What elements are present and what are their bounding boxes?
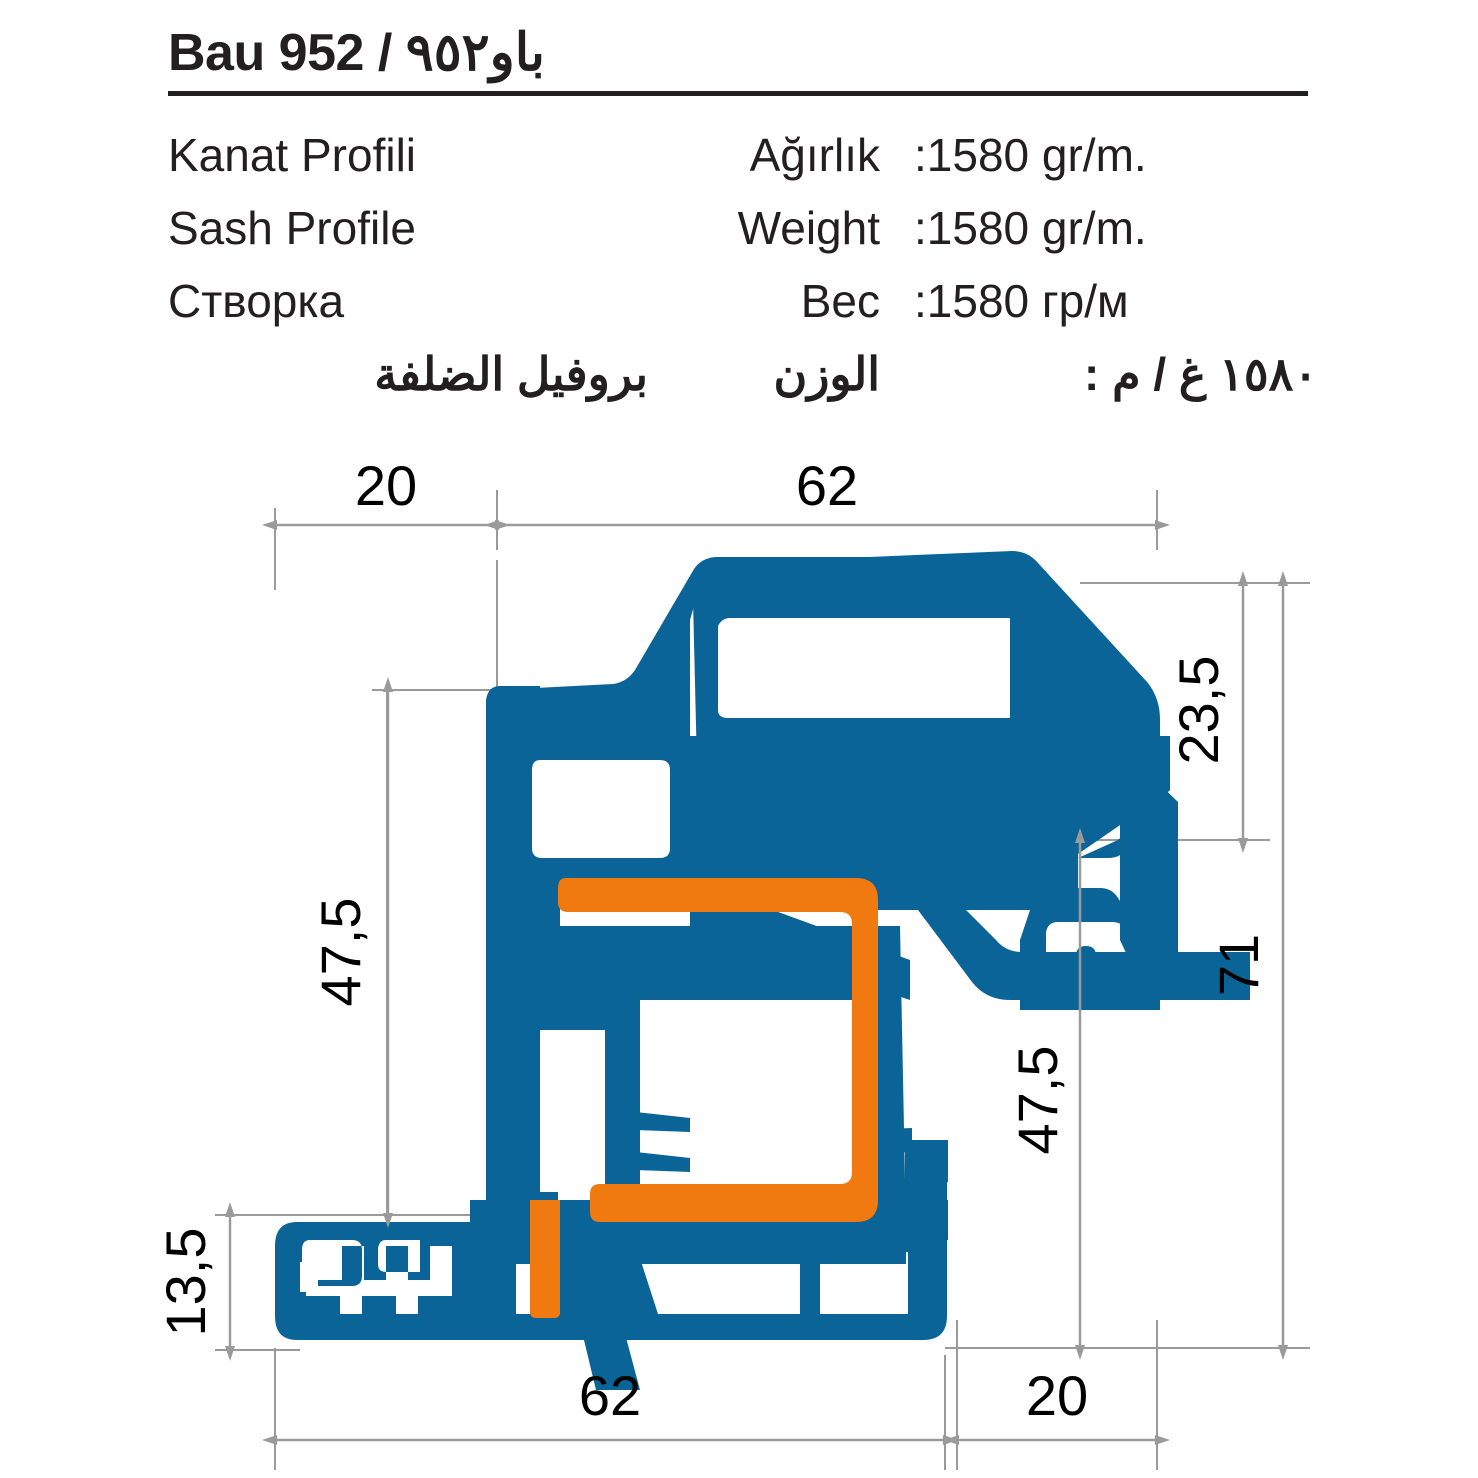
spec-row: Створка Вес :1580 гр/м: [168, 274, 1318, 347]
dimension-lines: [225, 520, 1288, 1445]
profile-name-ar: بروفيل الضلفة: [374, 348, 648, 400]
weight-label-ru: Вес: [800, 275, 880, 327]
profile-name-en: Sash Profile: [168, 202, 417, 254]
weight-value-en: :1580 gr/m.: [914, 202, 1147, 254]
dim-label-bottom-right: 20: [1026, 1364, 1088, 1427]
dim-label-right-inner: 47,5: [1006, 1046, 1069, 1155]
header: Bau 952 / باو٩٥٢: [168, 26, 1308, 96]
title-divider: [168, 90, 1308, 96]
dim-label-top-left: 20: [355, 454, 417, 517]
steel-reinforcement: [530, 878, 878, 1318]
spec-table: Kanat Profili Ağırlık :1580 gr/m. Sash P…: [168, 128, 1318, 420]
dim-label-left-upper: 47,5: [309, 898, 372, 1007]
weight-value-ar: ١٥٨٠ غ / م :: [1084, 348, 1318, 400]
dim-label-right-outer: 71: [1207, 934, 1270, 996]
spec-row: بروفيل الضلفة الوزن ١٥٨٠ غ / م :: [168, 347, 1318, 420]
spec-row: Sash Profile Weight :1580 gr/m.: [168, 201, 1318, 274]
weight-label-tr: Ağırlık: [749, 129, 880, 181]
dim-label-left-lower: 13,5: [154, 1228, 217, 1337]
weight-label-en: Weight: [737, 202, 880, 254]
weight-label-ar: الوزن: [773, 348, 880, 400]
weight-value-tr: :1580 gr/m.: [914, 129, 1147, 181]
page-title: Bau 952 / باو٩٥٢: [168, 24, 546, 82]
dim-label-right-upper: 23,5: [1167, 656, 1230, 765]
spec-row: Kanat Profili Ağırlık :1580 gr/m.: [168, 128, 1318, 201]
pvc-profile-outline: [275, 551, 1250, 1390]
dim-label-top-right: 62: [796, 454, 858, 517]
profile-name-tr: Kanat Profili: [168, 129, 417, 181]
dim-label-bottom-left: 62: [579, 1364, 641, 1427]
profile-cross-section-drawing: 20 62 62 20 47,5 13,5 47,5 23,5 71: [154, 454, 1310, 1470]
weight-value-ru: :1580 гр/м: [914, 275, 1129, 327]
dimension-labels: 20 62 62 20 47,5 13,5 47,5 23,5 71: [154, 454, 1270, 1427]
profile-name-ru: Створка: [168, 275, 345, 327]
